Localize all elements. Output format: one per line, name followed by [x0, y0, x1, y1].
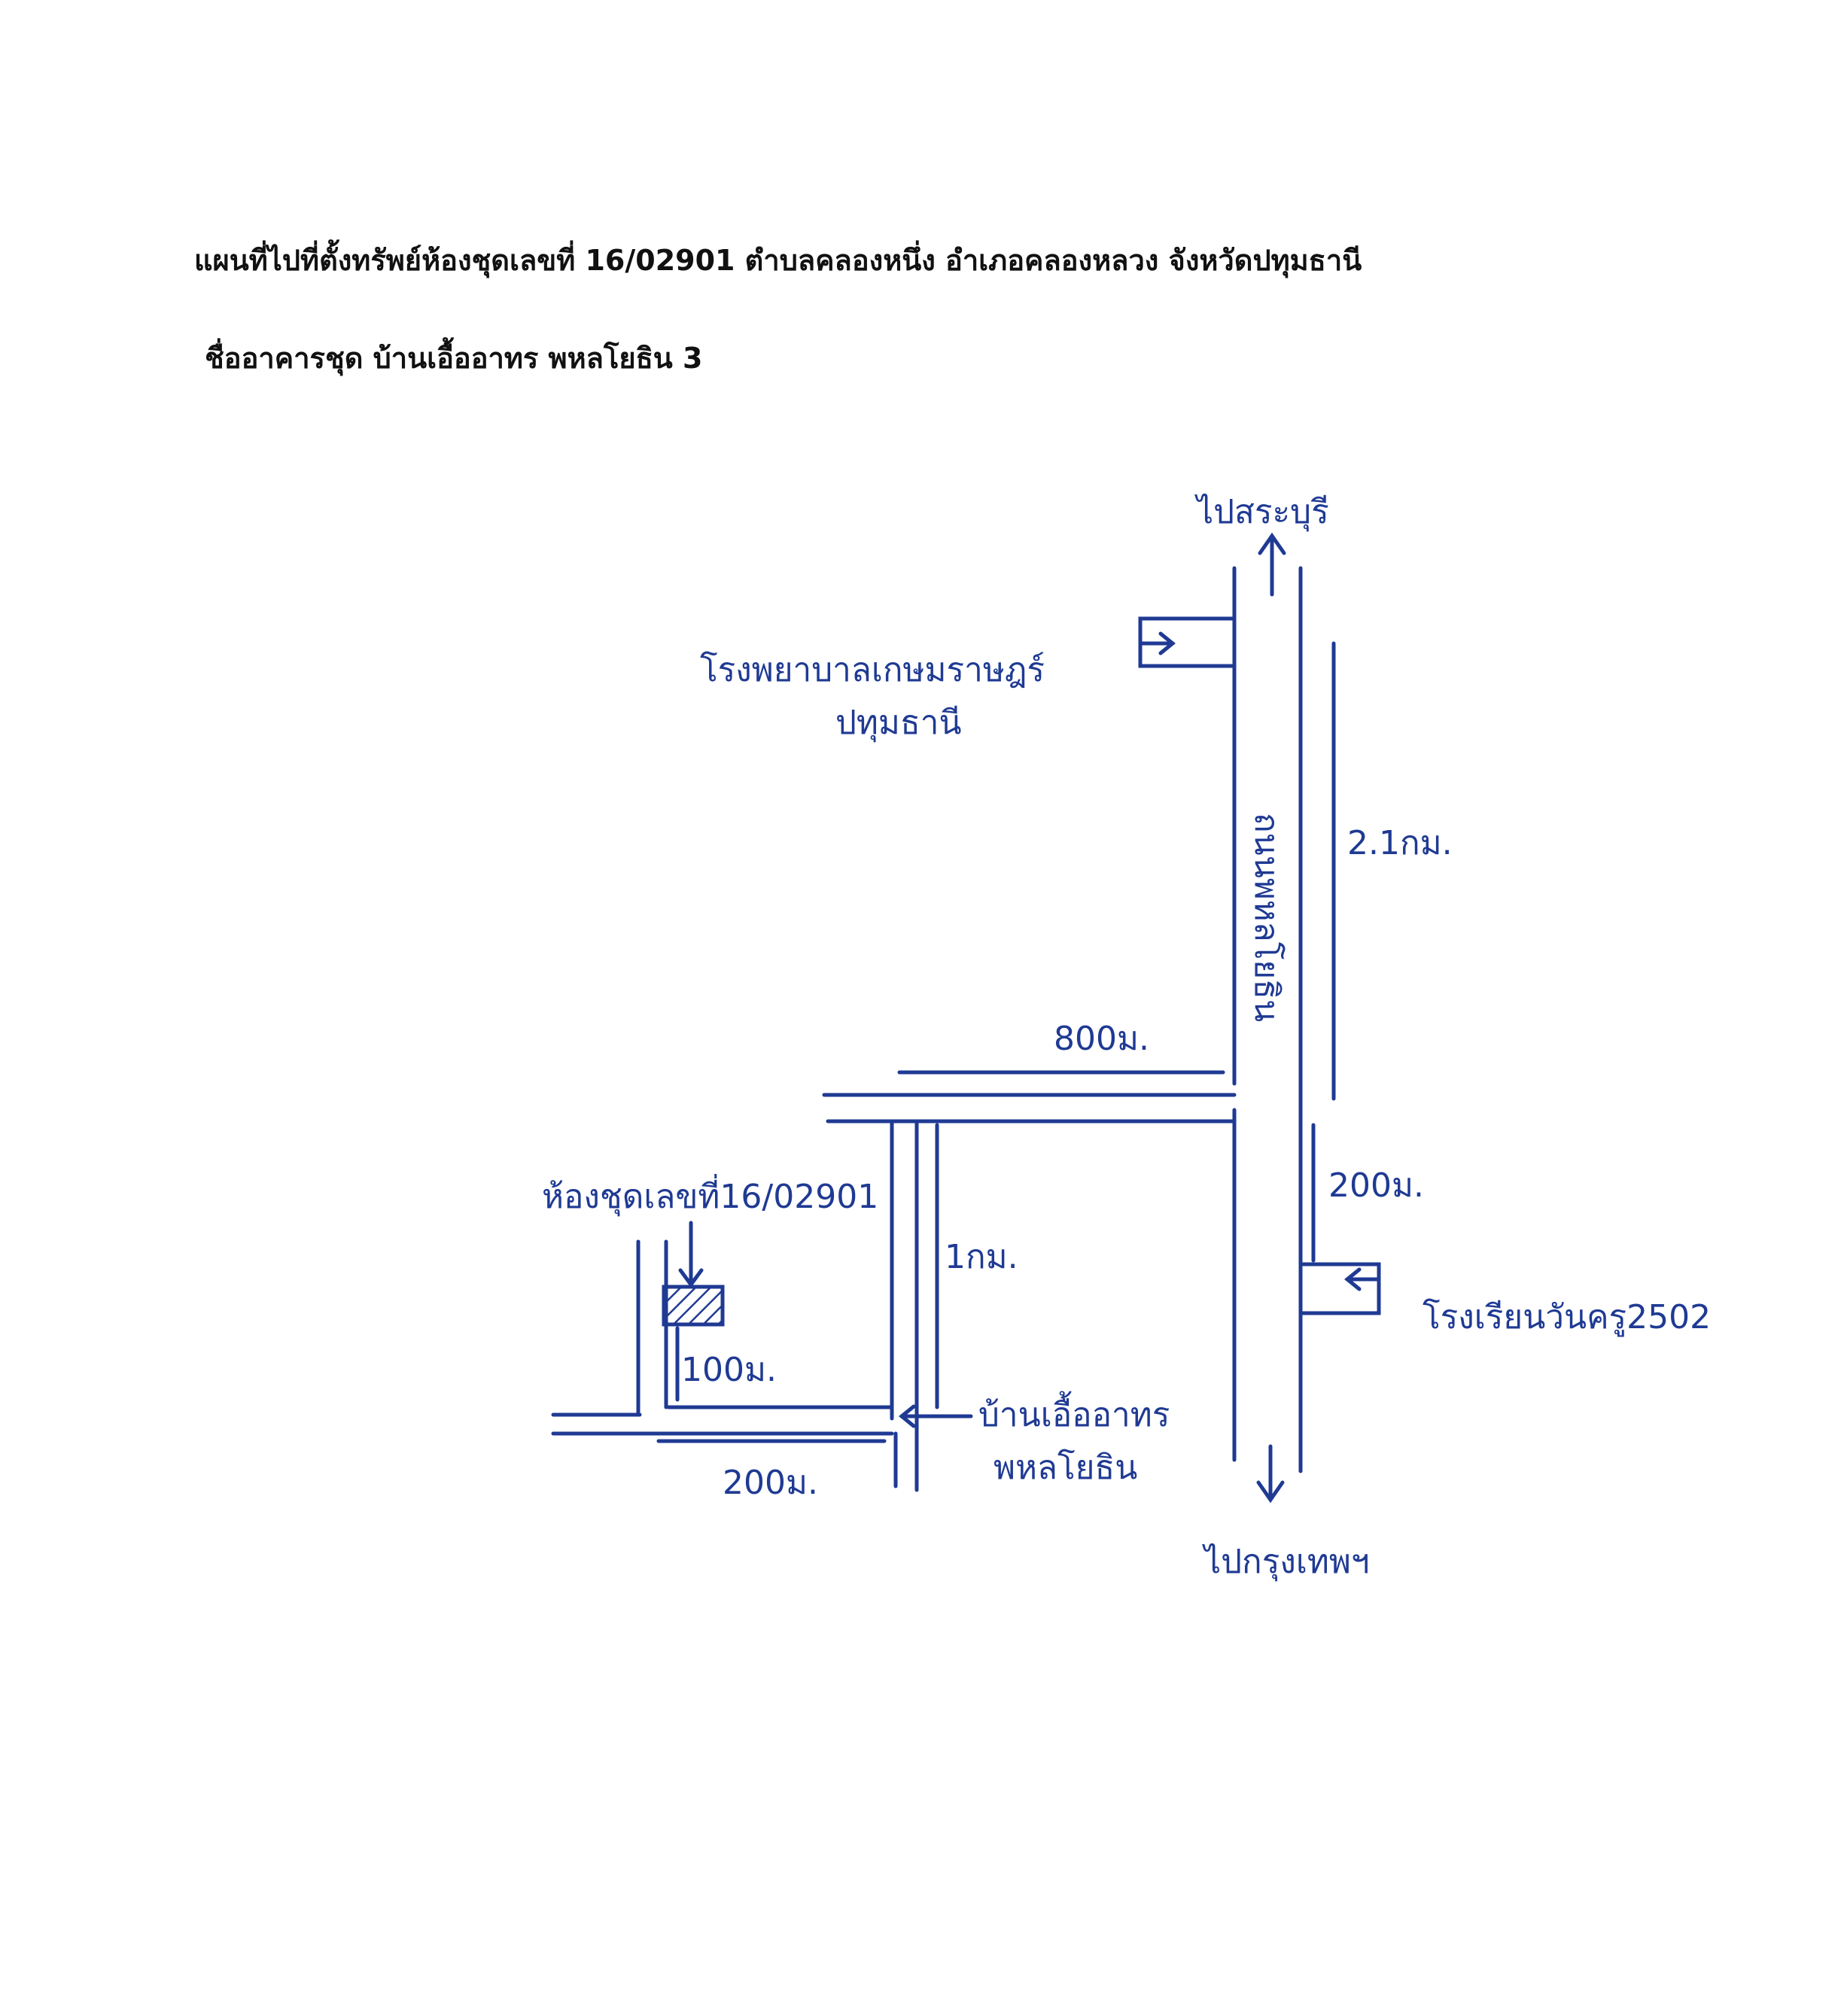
arrow-down-icon	[1256, 1444, 1285, 1504]
label-dist-200m-main: 200ม.	[1328, 1166, 1424, 1205]
unit-arrow-icon	[678, 1221, 704, 1288]
label-school: โรงเรียนวันครู2502	[1423, 1298, 1711, 1337]
unit-location-marker	[662, 1285, 725, 1327]
label-to-bangkok: ไปกรุงเทพฯ	[1202, 1543, 1370, 1582]
label-hospital: โรงพยาบาลเกษมราษฎร์	[700, 651, 1045, 689]
label-hospital-province: ปทุมธานี	[835, 704, 962, 743]
page-title: แผนที่ไปที่ตั้งทรัพย์ห้องชุดเลขที่ 16/02…	[194, 244, 1362, 277]
label-unit-number: ห้องชุดเลขที่16/02901	[542, 1173, 878, 1217]
label-dist-800m: 800ม.	[1054, 1020, 1149, 1058]
project-arrow-icon	[899, 1404, 973, 1428]
label-project-name-line2: พหลโยธิน	[993, 1449, 1137, 1487]
building-name: ชื่ออาคารชุด บ้านเอื้ออาทร พหลโยธิน 3	[205, 342, 703, 375]
label-phahonyothin-road: ถนนพหลโยธิน	[1247, 813, 1286, 1022]
label-dist-100m: 100ม.	[681, 1351, 777, 1389]
label-dist-1km: 1กม.	[945, 1238, 1018, 1276]
hospital-marker	[1138, 616, 1237, 668]
label-dist-200m-bottom: 200ม.	[723, 1464, 818, 1502]
arrow-up-icon	[1258, 532, 1286, 597]
label-to-saraburi: ไปสระบุรี	[1194, 493, 1329, 532]
label-dist-2-1km: 2.1กม.	[1347, 824, 1453, 862]
label-project-name: บ้านเอื้ออาทร	[978, 1391, 1170, 1434]
school-marker	[1298, 1262, 1381, 1315]
